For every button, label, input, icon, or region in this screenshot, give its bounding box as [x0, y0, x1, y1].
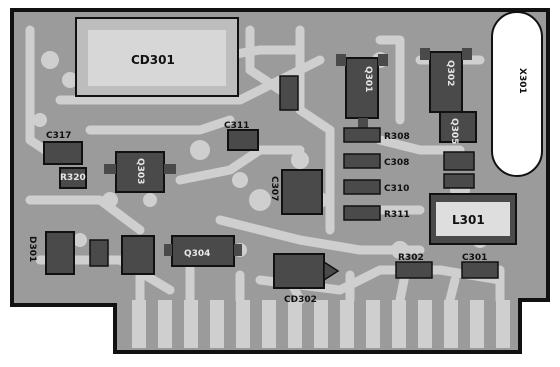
- label-r308: R308: [384, 132, 410, 142]
- label-q301: Q301: [363, 66, 373, 92]
- label-q305: Q305: [449, 118, 459, 144]
- component-q303: Q303: [104, 151, 176, 193]
- label-c310: C310: [384, 184, 409, 194]
- label-r302: R302: [398, 253, 424, 263]
- label-c301: C301: [462, 253, 487, 263]
- label-l301: L301: [452, 213, 485, 227]
- component-r302: R302: [395, 253, 433, 279]
- label-c317: C317: [46, 131, 71, 141]
- label-r320: R320: [60, 173, 86, 183]
- component-r305: [443, 173, 475, 189]
- component-q304: Q304: [164, 235, 242, 267]
- label-q303: Q303: [135, 158, 145, 184]
- component-r311: R311: [343, 205, 410, 221]
- label-x301: X301: [517, 68, 527, 94]
- component-c312: [121, 235, 155, 275]
- label-q304: Q304: [184, 249, 210, 259]
- component-c308: C308: [343, 153, 409, 169]
- component-q301: Q301: [336, 54, 388, 128]
- label-d301: D301: [27, 236, 37, 262]
- label-cd301: CD301: [131, 53, 175, 67]
- component-c311: C311: [224, 121, 259, 151]
- label-c311: C311: [224, 121, 249, 131]
- label-c308: C308: [384, 158, 409, 168]
- component-vertical-resistor: [279, 75, 299, 111]
- component-c317: C317: [43, 131, 83, 165]
- label-r311: R311: [384, 210, 410, 220]
- component-cd302: CD302: [273, 253, 340, 305]
- component-r308: R308: [343, 127, 410, 143]
- component-d301: D301: [27, 231, 75, 275]
- component-c310: C310: [343, 179, 409, 195]
- component-c301: C301: [461, 253, 499, 279]
- label-q302: Q302: [445, 60, 455, 86]
- component-l301: L301: [429, 193, 517, 245]
- component-r320: R320: [59, 167, 87, 189]
- component-j301: [89, 239, 109, 267]
- label-cd302: CD302: [284, 295, 317, 305]
- label-c307: C307: [269, 176, 279, 201]
- component-x301: X301: [491, 11, 543, 177]
- component-c309: [443, 151, 475, 171]
- component-c307: C307: [269, 169, 323, 215]
- component-q305: Q305: [439, 111, 477, 144]
- component-q302: Q302: [420, 48, 472, 122]
- component-cd301: CD301: [75, 17, 239, 97]
- edge-connector: [132, 300, 510, 348]
